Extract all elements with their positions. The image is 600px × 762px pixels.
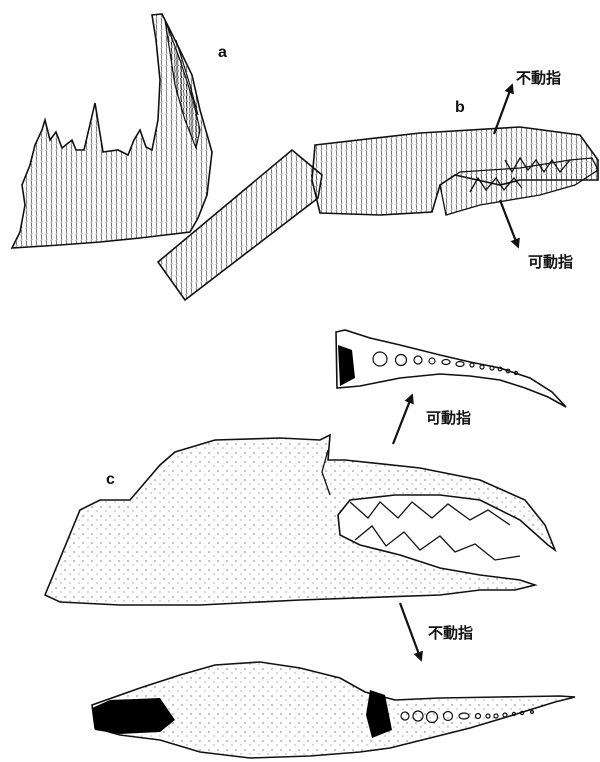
panel-c-movable-finger-detail xyxy=(336,330,566,407)
panel-label-b: b xyxy=(455,99,465,117)
label-b-movable-finger: 可動指 xyxy=(528,251,573,272)
panel-label-c: c xyxy=(106,471,115,489)
arrow-c-fixed xyxy=(400,603,420,657)
label-c-fixed-finger: 不動指 xyxy=(428,622,473,643)
panel-c-ventral-view xyxy=(92,662,575,758)
label-c-movable-finger: 可動指 xyxy=(426,407,471,428)
label-b-fixed-finger: 不動指 xyxy=(516,67,561,88)
arrow-c-movable xyxy=(393,398,411,444)
panel-label-a: a xyxy=(218,44,227,62)
panel-c-chela xyxy=(45,435,555,605)
panel-b-chela xyxy=(158,127,598,300)
arrow-b-movable xyxy=(500,200,517,244)
panel-a-jaw xyxy=(12,14,212,248)
